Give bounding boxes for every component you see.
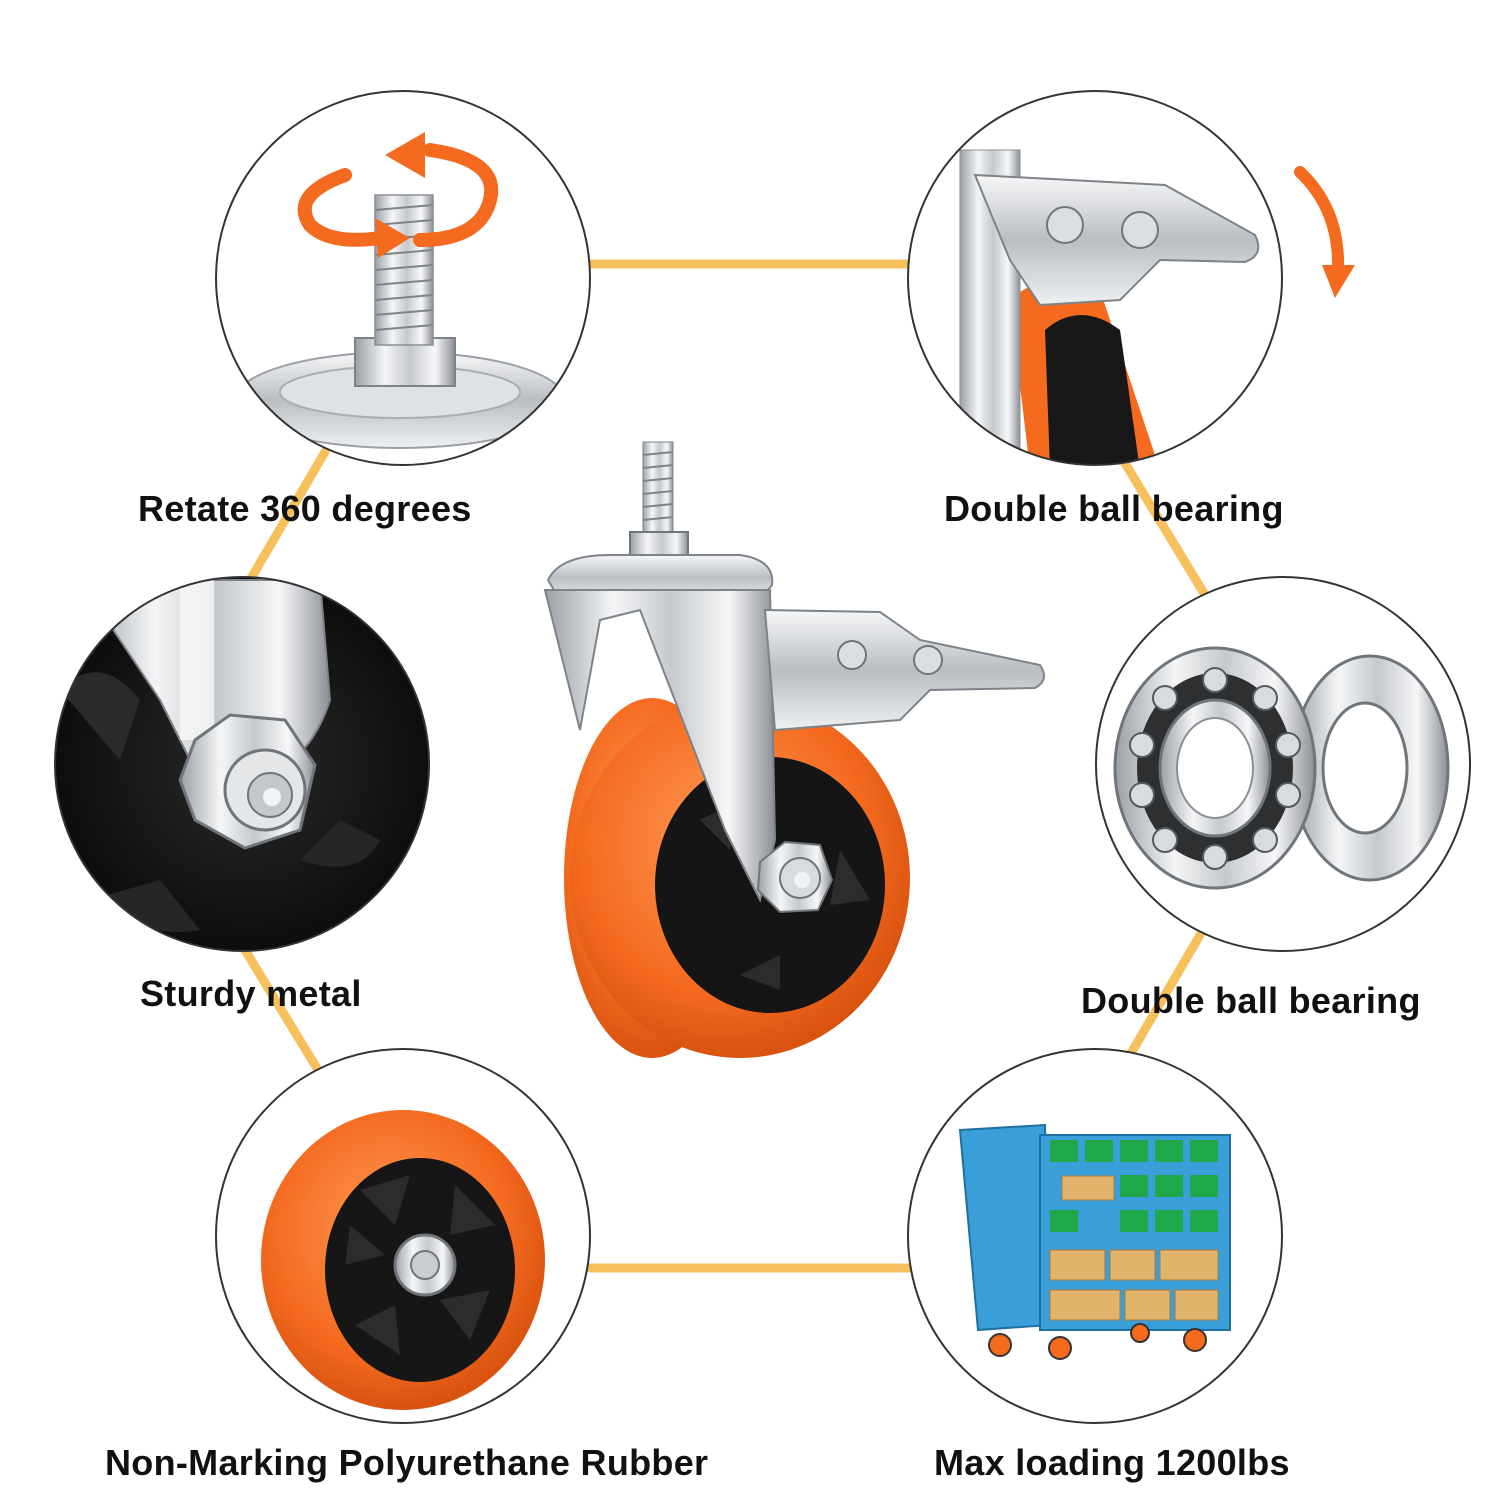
curved-down-arrow-icon	[1294, 166, 1355, 298]
caption-load: Max loading 1200lbs	[934, 1442, 1290, 1483]
caption-metal: Sturdy metal	[140, 973, 362, 1014]
caption-bearing-top: Double ball bearing	[944, 488, 1284, 529]
caption-rotate: Retate 360 degrees	[138, 488, 472, 529]
connector-lines	[240, 259, 1210, 1273]
caption-bearing-mid: Double ball bearing	[1081, 980, 1421, 1021]
feature-circle-rotate	[215, 90, 591, 466]
feature-circle-cart	[907, 1048, 1283, 1424]
feature-circle-bearing	[1095, 576, 1471, 952]
center-caster-image	[543, 441, 1045, 1058]
feature-circle-wheel	[215, 1048, 591, 1424]
caption-rubber: Non-Marking Polyurethane Rubber	[105, 1442, 709, 1483]
rotate-arrow-icon	[297, 143, 499, 247]
feature-circle-metal	[54, 576, 430, 952]
feature-circle-brake	[907, 90, 1355, 466]
